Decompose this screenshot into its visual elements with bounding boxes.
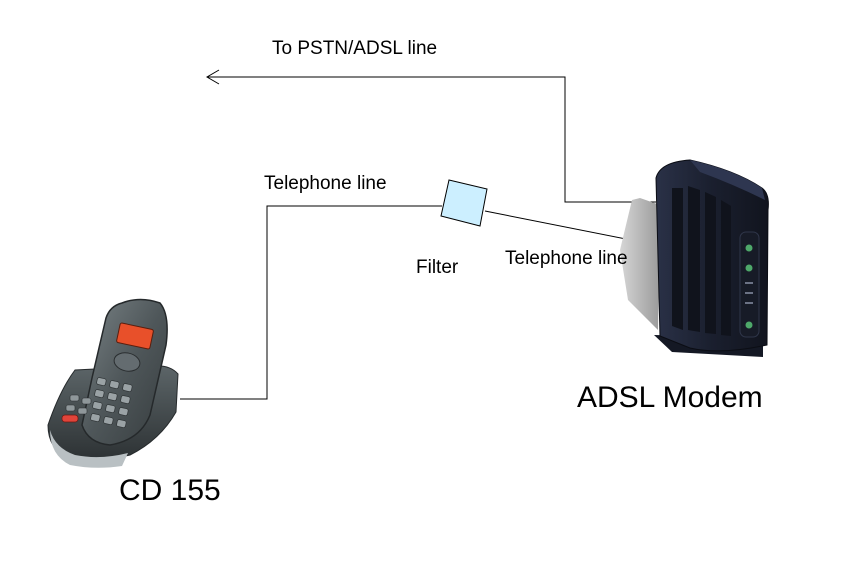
pstn-arrow-head xyxy=(206,69,220,85)
modem-label: ADSL Modem xyxy=(577,381,763,414)
telephone-line-label-right: Telephone line xyxy=(505,248,628,269)
phone-base-red-button xyxy=(61,414,79,423)
pstn-line-label: To PSTN/ADSL line xyxy=(272,38,438,59)
filter-box-icon xyxy=(440,179,488,227)
phone-label: CD 155 xyxy=(119,474,221,507)
pstn-line xyxy=(207,76,656,203)
telephone-line-label-top: Telephone line xyxy=(264,173,387,194)
connection-lines xyxy=(180,69,656,400)
phone-keypad xyxy=(90,377,133,428)
filter-label: Filter xyxy=(416,257,459,278)
cordless-phone-image xyxy=(47,298,179,468)
adsl-modem-image xyxy=(620,159,769,357)
phone-to-filter-line xyxy=(180,205,442,400)
phone-display xyxy=(116,322,154,350)
